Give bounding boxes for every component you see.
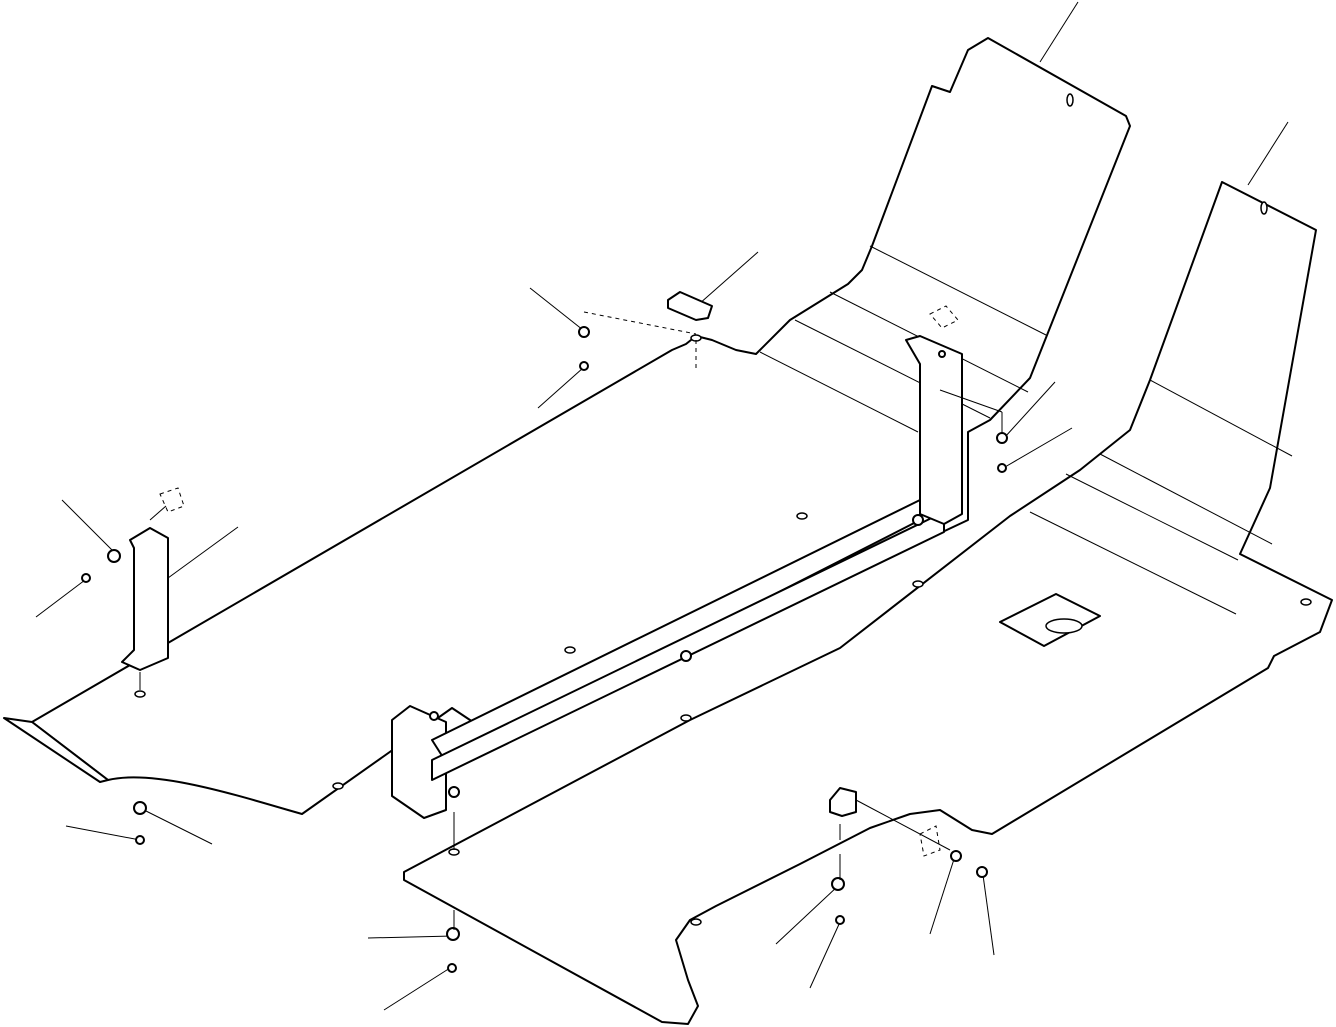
left-skid-tip	[3, 717, 109, 783]
tab-bracket	[667, 291, 713, 321]
hinge-bracket	[829, 787, 857, 817]
mounting-holes	[134, 93, 1312, 926]
clip-nuts	[159, 305, 959, 857]
support-bracket-front	[391, 705, 447, 819]
side-bracket-left	[121, 527, 169, 671]
cutout-opening	[999, 593, 1101, 647]
support-bracket-rear	[905, 335, 963, 525]
fasteners	[81, 326, 1008, 973]
right-floor-plate	[403, 181, 1333, 1025]
assembly-guide-lines	[139, 311, 1003, 930]
